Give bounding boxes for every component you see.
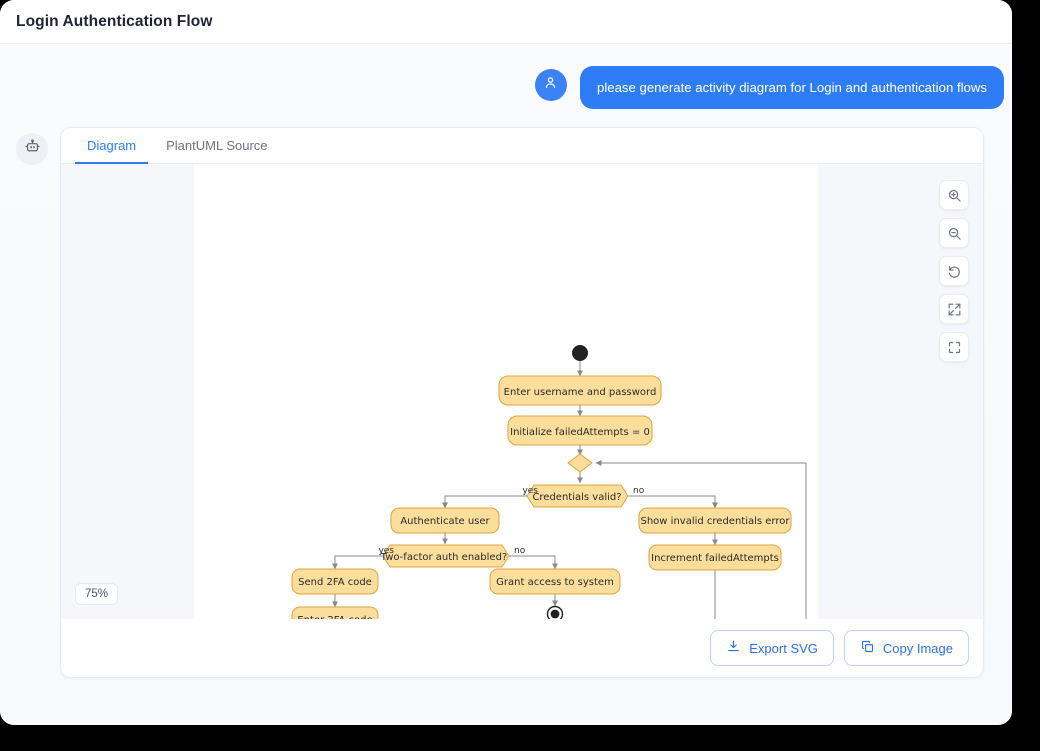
- fullscreen-icon: [947, 340, 962, 355]
- diagram-sheet: Enter username and password Initialize f…: [194, 164, 818, 620]
- diagram-card: Diagram PlantUML Source: [60, 127, 984, 679]
- node-end-1: [546, 605, 564, 620]
- tab-plantuml-source[interactable]: PlantUML Source: [154, 128, 279, 164]
- svg-text:Initialize failedAttempts = 0: Initialize failedAttempts = 0: [510, 427, 650, 438]
- edge-d2-no-to-n8: [507, 555, 558, 570]
- tab-diagram[interactable]: Diagram: [75, 128, 149, 165]
- activity-diagram-svg: Enter username and password Initialize f…: [291, 345, 807, 620]
- page-title: Login Authentication Flow: [16, 12, 213, 30]
- edge-d4-yes-to-merge: [595, 460, 807, 620]
- svg-text:Enter username and password: Enter username and password: [504, 387, 657, 398]
- node-start: [572, 345, 588, 362]
- tab-plantuml-source-label: PlantUML Source: [166, 137, 268, 153]
- copy-image-button[interactable]: Copy Image: [843, 630, 969, 667]
- svg-text:Credentials valid?: Credentials valid?: [532, 492, 621, 503]
- reset-view-icon: [947, 264, 962, 279]
- app-window: Login Authentication Flow please generat…: [0, 0, 1012, 725]
- export-svg-label: Export SVG: [749, 640, 818, 656]
- node-initialize-failedattempts: Initialize failedAttempts = 0: [507, 415, 653, 446]
- user-avatar: [534, 69, 567, 101]
- zoom-out-icon: [947, 226, 962, 241]
- edge-label-yes-1: yes: [522, 486, 538, 496]
- node-merge-diamond: [567, 453, 593, 473]
- reset-view-button[interactable]: [939, 256, 969, 287]
- copy-image-label: Copy Image: [882, 640, 953, 656]
- svg-text:Send 2FA code: Send 2FA code: [298, 577, 372, 588]
- diagram-toolbar: [939, 180, 969, 363]
- copy-icon: [860, 639, 875, 657]
- user-message-row: please generate activity diagram for Log…: [0, 44, 1012, 110]
- export-svg-button[interactable]: Export SVG: [710, 630, 834, 667]
- zoom-in-icon: [947, 188, 962, 203]
- edge-label-no-1: no: [633, 486, 645, 496]
- node-enter-2fa-code: Enter 2FA code: [291, 606, 379, 620]
- node-show-invalid-credentials-error: Show invalid credentials error: [638, 507, 792, 534]
- node-enter-username-and-password: Enter username and password: [498, 375, 662, 406]
- assistant-avatar: [16, 133, 48, 166]
- zoom-out-button[interactable]: [939, 218, 969, 249]
- titlebar: Login Authentication Flow: [0, 0, 1012, 44]
- node-credentials-valid-decision: Credentials valid?: [526, 484, 629, 508]
- svg-text:Grant access to system: Grant access to system: [496, 577, 614, 588]
- user-message-bubble: please generate activity diagram for Log…: [579, 66, 1004, 110]
- node-two-factor-auth-enabled-decision: Two-factor auth enabled?: [380, 544, 510, 568]
- svg-text:Show invalid credentials error: Show invalid credentials error: [641, 516, 791, 527]
- edge-label-yes-2: yes: [378, 546, 394, 556]
- fit-screen-icon: [947, 302, 962, 317]
- node-increment-failedattempts: Increment failedAttempts: [648, 544, 782, 571]
- node-authenticate-user: Authenticate user: [390, 507, 500, 534]
- svg-text:Enter 2FA code: Enter 2FA code: [297, 615, 372, 619]
- robot-icon: [24, 138, 41, 160]
- edge-d1-no-to-n9: [627, 495, 718, 509]
- diagram-card-footer: Export SVG Copy Image: [61, 619, 983, 678]
- svg-text:Two-factor auth enabled?: Two-factor auth enabled?: [380, 552, 507, 563]
- zoom-level-badge: 75%: [75, 583, 119, 606]
- download-icon: [726, 639, 741, 657]
- svg-text:Increment failedAttempts: Increment failedAttempts: [651, 553, 779, 564]
- edge-d2-yes-to-n4: [332, 555, 390, 570]
- conversation-area: please generate activity diagram for Log…: [0, 44, 1012, 725]
- svg-text:Authenticate user: Authenticate user: [400, 516, 490, 527]
- zoom-in-button[interactable]: [939, 180, 969, 211]
- node-grant-access-to-system: Grant access to system: [489, 568, 621, 595]
- fullscreen-button[interactable]: [939, 332, 969, 363]
- tab-diagram-label: Diagram: [87, 137, 137, 153]
- node-send-2fa-code: Send 2FA code: [291, 568, 379, 595]
- fit-screen-button[interactable]: [939, 294, 969, 325]
- edge-d1-yes-to-n3: [442, 495, 534, 509]
- assistant-message-row: Diagram PlantUML Source: [0, 109, 1012, 679]
- diagram-canvas[interactable]: Enter username and password Initialize f…: [61, 164, 983, 620]
- diagram-tabs: Diagram PlantUML Source: [61, 128, 983, 165]
- user-icon: [543, 75, 558, 95]
- edge-label-no-2: no: [514, 546, 526, 556]
